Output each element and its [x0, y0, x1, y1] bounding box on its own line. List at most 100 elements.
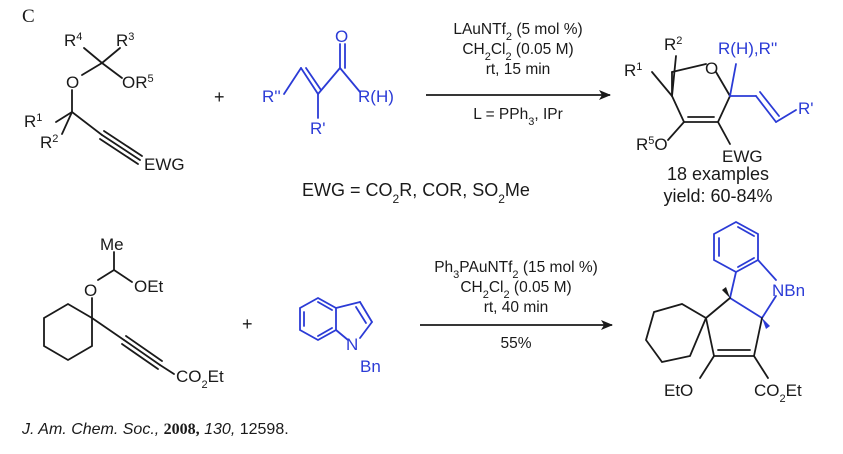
bond [97, 269, 115, 281]
stereo-wedge [722, 287, 730, 298]
bond [705, 317, 715, 357]
benzene-ring [713, 220, 759, 274]
benzene-ring [299, 296, 337, 342]
r2-starting-material-1: Me O OEt CO2Et [43, 235, 224, 391]
bond [317, 67, 341, 95]
double-bond [359, 301, 373, 323]
label-Rp: R' [798, 99, 814, 118]
citation-journal: J. Am. Chem. Soc., [22, 421, 160, 438]
double-bond [300, 67, 319, 95]
bond [729, 271, 737, 299]
triple-bond [103, 130, 143, 157]
r2-cond-line3: rt, 40 min [484, 299, 549, 316]
label-CO2Et: CO2Et [176, 367, 224, 391]
bond [753, 317, 763, 357]
r1-ewg-definition: EWG = CO2R, COR, SO2Me [302, 180, 530, 206]
label-R1: R1 [624, 61, 642, 80]
label-R1: R1 [24, 112, 42, 131]
triple-bond [125, 335, 163, 362]
label-EtO: EtO [664, 381, 693, 400]
bond [55, 111, 73, 123]
citation-year: 2008, [163, 421, 200, 438]
bond [83, 47, 103, 64]
bond [283, 67, 302, 95]
bond [159, 364, 175, 375]
bond [71, 111, 103, 136]
bond [757, 259, 777, 281]
label-Me: Me [100, 235, 124, 254]
r1-product-dihydrofuran: R2 R1 O R(H),R'' R' R5O EWG [624, 35, 814, 166]
citation-volume: 130, [204, 421, 236, 438]
r1-yield-range: yield: 60-84% [663, 186, 772, 206]
label-Bn: Bn [360, 357, 381, 376]
label-RH-Rpp: R(H),R'' [718, 39, 777, 58]
r1-plus-sign: + [214, 87, 225, 107]
triple-bond [99, 138, 139, 165]
bond [81, 62, 103, 76]
label-R3: R3 [116, 31, 134, 50]
r2-product-spiro-indoline: NBn EtO CO2Et [645, 220, 805, 405]
double-bond [355, 306, 367, 324]
label-O: O [335, 27, 348, 46]
aromatic-bond [737, 257, 755, 268]
stereo-wedge [762, 318, 770, 329]
bond [101, 62, 123, 79]
ring-bond [671, 63, 707, 73]
label-O: O [66, 73, 79, 92]
r1-cond-line3: rt, 15 min [486, 61, 551, 78]
label-EWG: EWG [144, 155, 185, 174]
bond [101, 47, 121, 64]
triple-bond [121, 343, 159, 370]
bond [335, 329, 349, 341]
r1-cond-line2: CH2Cl2 (0.05 M) [462, 41, 573, 63]
citation-pages: 12598. [239, 421, 289, 438]
aromatic-bond [317, 327, 333, 337]
label-EWG: EWG [722, 147, 763, 166]
bond [335, 301, 361, 309]
label-RH: R(H) [358, 87, 394, 106]
ring-bond [717, 95, 731, 123]
bond [651, 71, 673, 97]
r2-starting-material-2-indole: N Bn [299, 296, 381, 376]
r2-conditions: Ph3PAuNTf2 (15 mol %) CH2Cl2 (0.05 M) rt… [434, 259, 598, 352]
bond [705, 297, 731, 319]
citation: J. Am. Chem. Soc., 2008, 130, 12598. [22, 421, 289, 439]
label-NBn: NBn [772, 281, 805, 300]
bond [753, 355, 769, 379]
label-N: N [346, 335, 358, 354]
bond [729, 63, 737, 97]
r1-starting-material-1: R4 R3 O OR5 R1 R2 EWG [24, 31, 185, 174]
bond [761, 295, 777, 319]
r1-conditions: LAuNTf2 (5 mol %) CH2Cl2 (0.05 M) rt, 15… [453, 21, 582, 128]
bond [775, 109, 797, 123]
label-Rp: R' [310, 119, 326, 138]
label-CO2Et: CO2Et [754, 381, 802, 405]
bond [699, 355, 715, 379]
bond [671, 55, 677, 97]
label-OEt: OEt [134, 277, 164, 296]
aromatic-bond [317, 301, 333, 311]
alkene-bond [755, 95, 777, 123]
bond [91, 317, 125, 341]
label-R4: R4 [64, 31, 82, 50]
label-R5O: R5O [636, 135, 668, 154]
r1-starting-material-2-enone: R'' O R(H) R' [262, 27, 394, 138]
label-O: O [705, 59, 718, 78]
label-OR5: OR5 [122, 73, 154, 92]
alkene-bond [759, 91, 780, 117]
r2-cond-line2: CH2Cl2 (0.05 M) [460, 279, 571, 301]
cyclohexane-ring [43, 302, 93, 362]
r2-plus-sign: + [242, 314, 253, 334]
r1-cond-line1: LAuNTf2 (5 mol %) [453, 21, 582, 43]
panel-label: C [22, 6, 35, 27]
cyclohexane-ring [645, 303, 708, 364]
bond [729, 297, 763, 319]
aromatic-bond [737, 226, 755, 237]
bond [61, 111, 73, 135]
ring-bond [715, 71, 731, 97]
label-O: O [84, 281, 97, 300]
label-R2: R2 [40, 133, 58, 152]
bond [359, 321, 373, 339]
